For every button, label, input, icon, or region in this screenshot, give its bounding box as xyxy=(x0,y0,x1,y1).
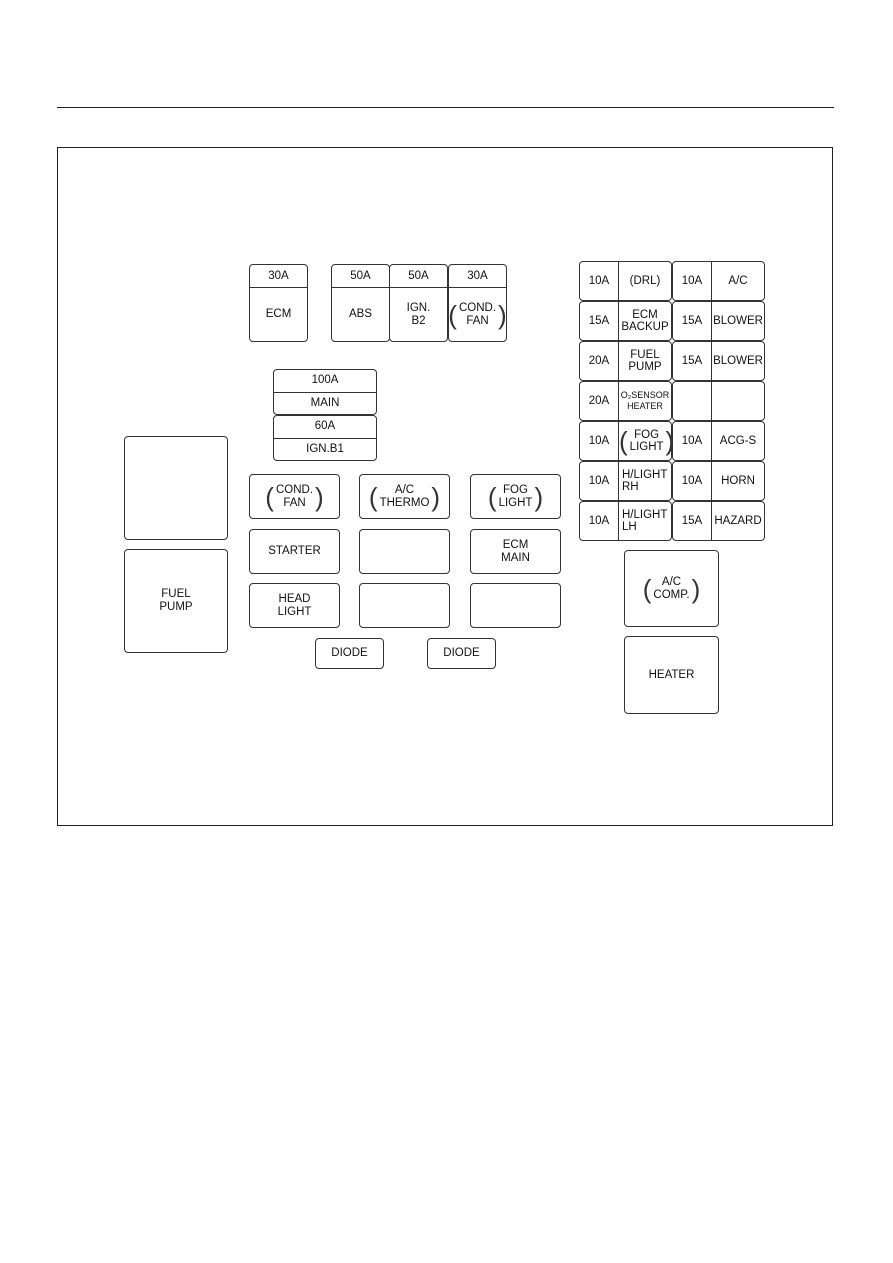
relay-blank xyxy=(470,583,561,628)
fuse-hazard: 15A HAZARD xyxy=(672,501,765,541)
fuse-rating xyxy=(673,382,712,420)
fuse-label: HORN xyxy=(721,475,755,487)
fuse-label: IGN. B2 xyxy=(406,301,431,327)
fuse-ecm-backup: 15A ECM BACKUP xyxy=(579,301,672,341)
fuse-drl: 10A (DRL) xyxy=(579,261,672,301)
fuse-label: BLOWER xyxy=(713,355,763,367)
fuse-label: FOG LIGHT xyxy=(629,429,664,453)
diagram-frame xyxy=(57,147,833,826)
relay-heater: HEATER xyxy=(624,636,719,714)
fuse-rating: 20A xyxy=(580,342,619,380)
fuse-rating: 10A xyxy=(673,422,712,460)
fuse-ac: 10A A/C xyxy=(672,261,765,301)
relay-cond-fan: COND. FAN xyxy=(249,474,340,519)
relay-ac-thermo: A/C THERMO xyxy=(359,474,450,519)
maxi-fuse-abs: 50A ABS xyxy=(331,264,390,342)
fuse-rating: 10A xyxy=(580,422,619,460)
fuse-label: H/LIGHT RH xyxy=(622,469,668,493)
header-rule xyxy=(57,107,834,108)
fuse-rating: 20A xyxy=(580,382,619,420)
fuse-label: H/LIGHT LH xyxy=(622,509,668,533)
main-fuse-100a: 100A MAIN xyxy=(273,369,377,415)
fuse-o2-sensor-heater: 20A O₂SENSOR HEATER xyxy=(579,381,672,421)
fuse-label: IGN.B1 xyxy=(306,442,344,455)
fuse-label: A/C xyxy=(728,275,748,287)
fuse-rating: 15A xyxy=(673,502,712,540)
fuse-label: MAIN xyxy=(310,396,340,409)
relay-label: A/C THERMO xyxy=(379,483,430,509)
maxi-fuse-ecm: 30A ECM xyxy=(249,264,308,342)
relay-blank xyxy=(359,583,450,628)
fuse-fuel-pump: 20A FUEL PUMP xyxy=(579,341,672,381)
fuse-acg-s: 10A ACG-S xyxy=(672,421,765,461)
fuse-label xyxy=(712,382,764,420)
fuse-rating: 15A xyxy=(673,342,712,380)
relay-ac-comp: A/C COMP. xyxy=(624,550,719,627)
main-fuse-60a: 60A IGN.B1 xyxy=(273,415,377,461)
relay-ecm-main: ECM MAIN xyxy=(470,529,561,574)
relay-fog-light: FOG LIGHT xyxy=(470,474,561,519)
relay-blank xyxy=(359,529,450,574)
relay-label: A/C COMP. xyxy=(653,575,690,601)
fuse-rating: 10A xyxy=(580,262,619,300)
fuse-rating: 50A xyxy=(332,265,389,288)
fuse-blower-1: 15A BLOWER xyxy=(672,301,765,341)
diode-right: DIODE xyxy=(427,638,496,669)
fuse-label: BLOWER xyxy=(713,315,763,327)
fuse-label: ACG-S xyxy=(719,435,757,447)
relay-blank-left xyxy=(124,436,228,540)
fuse-label: ECM BACKUP xyxy=(621,309,669,333)
fuse-rating: 15A xyxy=(580,302,619,340)
fuse-blower-2: 15A BLOWER xyxy=(672,341,765,381)
diode-left: DIODE xyxy=(315,638,384,669)
fuse-label: COND. FAN xyxy=(458,301,497,327)
fuse-rating: 30A xyxy=(250,265,307,288)
fuse-label: HAZARD xyxy=(714,515,762,527)
fuse-horn: 10A HORN xyxy=(672,461,765,501)
fuse-rating: 30A xyxy=(449,265,506,288)
fuse-empty xyxy=(672,381,765,421)
relay-label: FOG LIGHT xyxy=(498,483,533,509)
relay-label: COND. FAN xyxy=(275,483,314,509)
fuse-fog-light: 10A FOG LIGHT xyxy=(579,421,672,461)
fuse-rating: 10A xyxy=(673,262,712,300)
maxi-fuse-ign-b2: 50A IGN. B2 xyxy=(389,264,448,342)
fuse-rating: 50A xyxy=(390,265,447,288)
fuse-rating: 10A xyxy=(580,462,619,500)
fuse-rating: 10A xyxy=(673,462,712,500)
relay-head-light: HEAD LIGHT xyxy=(249,583,340,628)
relay-fuel-pump: FUEL PUMP xyxy=(124,549,228,653)
fuse-h-light-lh: 10A H/LIGHT LH xyxy=(579,501,672,541)
fuse-label: FUEL PUMP xyxy=(628,349,662,373)
fuse-h-light-rh: 10A H/LIGHT RH xyxy=(579,461,672,501)
fuse-rating: 15A xyxy=(673,302,712,340)
fuse-label: O₂SENSOR HEATER xyxy=(620,390,670,411)
fuse-label: ABS xyxy=(348,308,372,320)
maxi-fuse-cond-fan: 30A COND. FAN xyxy=(448,264,507,342)
fuse-rating: 10A xyxy=(580,502,619,540)
fuse-label: ECM xyxy=(265,308,292,320)
fuse-rating: 60A xyxy=(274,416,376,439)
fuse-label: (DRL) xyxy=(629,275,661,287)
fuse-rating: 100A xyxy=(274,370,376,393)
relay-starter: STARTER xyxy=(249,529,340,574)
